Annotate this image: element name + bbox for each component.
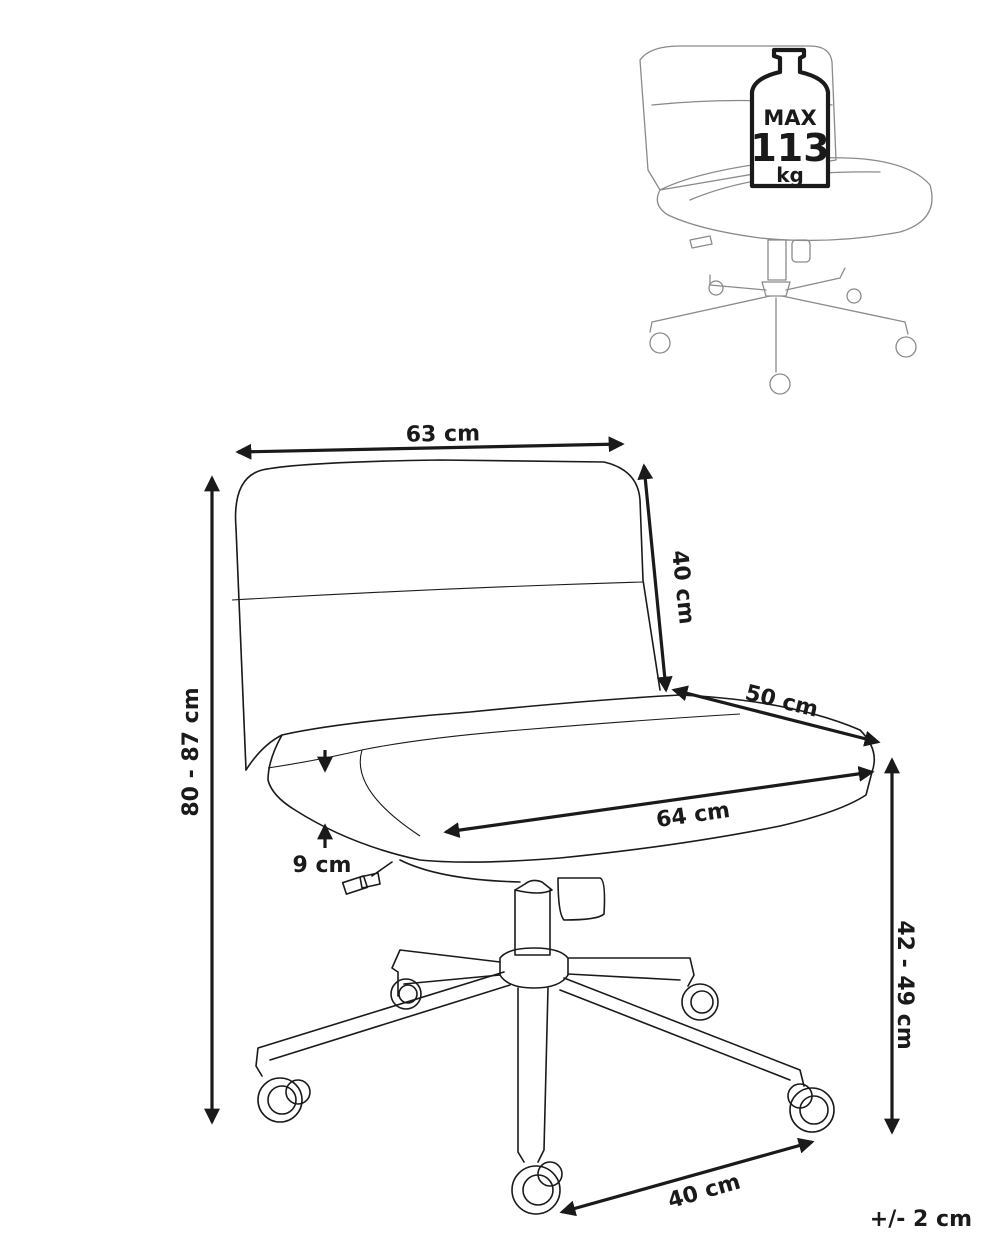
max-label: MAX bbox=[763, 106, 816, 130]
wheel bbox=[681, 983, 719, 1021]
wheel bbox=[257, 1077, 311, 1123]
total-height-label: 80 - 87 cm bbox=[179, 687, 204, 816]
base-spacing-arrow bbox=[559, 1137, 815, 1217]
base-spacing-label: 40 cm bbox=[665, 1170, 743, 1214]
seat-width-arrow bbox=[443, 765, 875, 839]
wheel bbox=[787, 1083, 835, 1133]
max-weight-value: 113 bbox=[750, 126, 829, 170]
backrest-height-label: 40 cm bbox=[666, 549, 699, 625]
max-weight-unit: kg bbox=[776, 163, 804, 187]
tolerance-note: +/- 2 cm bbox=[869, 1207, 972, 1232]
width-arrow bbox=[235, 436, 625, 460]
seat-width-label: 64 cm bbox=[655, 798, 732, 833]
cushion-thickness-label: 9 cm bbox=[293, 853, 352, 878]
wheel bbox=[390, 978, 422, 1010]
dimension-arrows bbox=[204, 436, 900, 1217]
chair-drawing bbox=[231, 459, 876, 1215]
width-label: 63 cm bbox=[406, 421, 481, 447]
weight-icon: MAX 113 kg bbox=[749, 47, 831, 189]
dimension-labels: 63 cm 40 cm 50 cm 80 - 87 cm 64 cm 9 cm … bbox=[179, 421, 917, 1214]
backrest-height-arrow bbox=[637, 463, 673, 693]
seat-height-label: 42 - 49 cm bbox=[892, 920, 917, 1049]
wheel bbox=[511, 1161, 563, 1215]
seat-depth-arrow bbox=[671, 685, 881, 747]
